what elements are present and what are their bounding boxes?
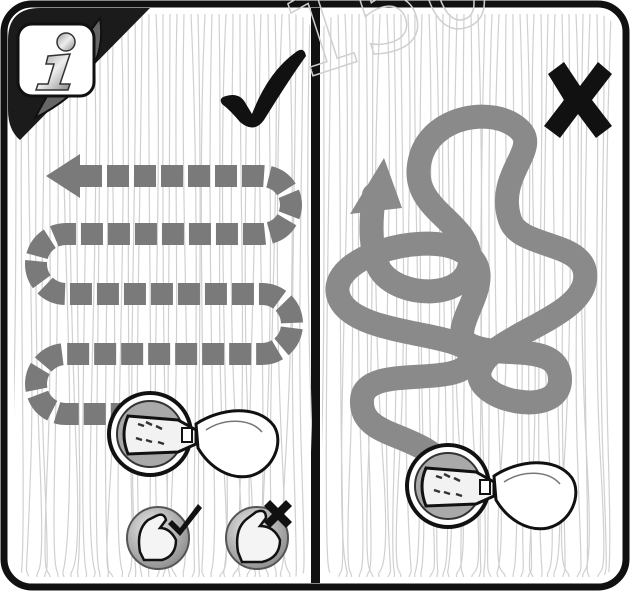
checkmark-icon: [168, 504, 202, 536]
info-badge: [8, 8, 150, 140]
path-arrowhead: [46, 154, 80, 198]
correct-sanding-path: [25, 154, 303, 425]
cross-icon: [264, 500, 292, 528]
panel-divider: [311, 8, 320, 583]
path-arrowhead: [350, 158, 402, 214]
incorrect-sanding-path: [325, 104, 598, 482]
flexed-arm-icon: [137, 513, 178, 562]
checkmark-icon: [220, 49, 306, 128]
path-segments: [25, 165, 303, 425]
pressure-correct: [126, 504, 202, 570]
pressure-incorrect: [225, 500, 292, 570]
flexed-arm-icon: [235, 509, 282, 564]
cross-icon: [544, 62, 612, 138]
info-i-icon: [34, 32, 76, 91]
